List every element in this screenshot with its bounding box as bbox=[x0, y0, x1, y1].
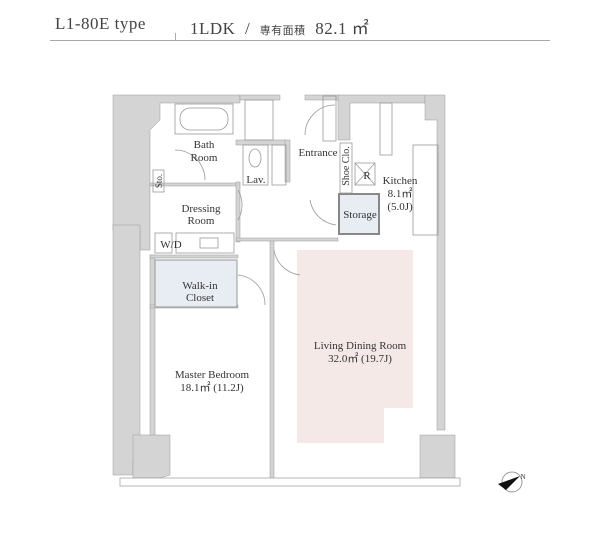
entrance-label: Entrance bbox=[298, 147, 337, 159]
kitchen-label-1: Kitchen bbox=[383, 175, 418, 187]
area-label: 専有面積 bbox=[259, 25, 306, 37]
storage-fill bbox=[338, 193, 380, 235]
bath-label-1: Bath bbox=[194, 139, 215, 151]
storage-label: Storage bbox=[343, 209, 377, 221]
bath-label-2: Room bbox=[191, 152, 218, 164]
lav-label: Lav. bbox=[246, 174, 265, 186]
living-label-1: Living Dining Room bbox=[314, 340, 407, 352]
room-labels: Bath Room Sto. Lav. Entrance Shoe Clo. R… bbox=[154, 139, 418, 394]
balcony bbox=[119, 477, 461, 487]
type-label: L1-80E type bbox=[55, 14, 146, 33]
fridge-label: R bbox=[363, 170, 371, 182]
compass-north: N bbox=[520, 473, 525, 481]
dressing-label-2: Room bbox=[188, 215, 215, 227]
compass-icon: N bbox=[498, 471, 526, 493]
closet-fill bbox=[154, 259, 238, 308]
kitchen-label-3: (5.0J) bbox=[387, 201, 413, 213]
kitchen-label-2: 8.1㎡ bbox=[388, 187, 413, 200]
living-label-2: 32.0㎡ (19.7J) bbox=[328, 352, 392, 365]
fixtures bbox=[152, 95, 439, 306]
sto-label: Sto. bbox=[154, 174, 164, 188]
dressing-label-1: Dressing bbox=[181, 203, 221, 215]
layout-label: 1LDK / 専有面積 82.1 ㎡ bbox=[190, 14, 369, 39]
bedroom-label-2: 18.1㎡ (11.2J) bbox=[180, 381, 244, 394]
area-value: 82.1 ㎡ bbox=[315, 19, 370, 38]
header-rule bbox=[50, 40, 550, 41]
closet-label-1: Walk-in bbox=[182, 280, 218, 292]
layout-type: 1LDK bbox=[190, 19, 236, 38]
bedroom-label-1: Master Bedroom bbox=[175, 369, 250, 381]
divider bbox=[175, 33, 176, 40]
closet-label-2: Closet bbox=[186, 292, 214, 304]
separator: / bbox=[244, 19, 251, 38]
wd-label: W/D bbox=[160, 239, 181, 251]
shoe-closet-label: Shoe Clo. bbox=[341, 146, 352, 185]
living-notch bbox=[384, 408, 414, 444]
